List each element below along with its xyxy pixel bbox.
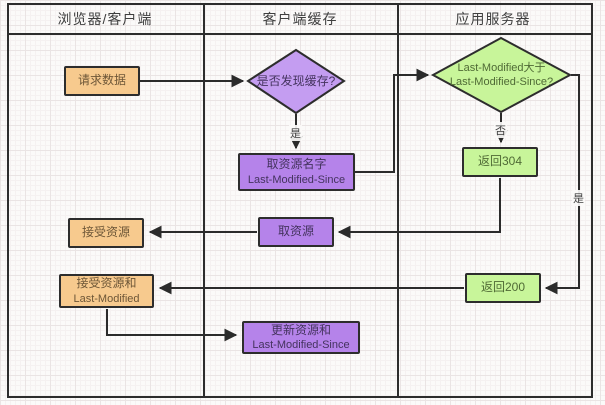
- node-update-resource: 更新资源和 Last-Modified-Since: [242, 321, 360, 354]
- edge-304-to-get-resource: [337, 178, 501, 239]
- decision-diamond-lm-compare: [430, 36, 573, 114]
- swimlane-header-row: [7, 3, 593, 35]
- node-request-data-label: 请求数据: [77, 73, 126, 88]
- edge-label-compare-yes: 是: [572, 190, 585, 206]
- lane-header-app-server: 应用服务器: [455, 11, 531, 27]
- node-accept-resource-lm: 接受资源和 Last-Modified: [59, 274, 154, 308]
- node-request-data: 请求数据: [64, 66, 140, 96]
- node-lm-compare-label: Last-Modified大于 Last-Modified-Since?: [449, 61, 554, 88]
- node-cache-found-label: 是否发现缓存?: [256, 73, 336, 88]
- node-return-200: 返回200: [465, 273, 541, 303]
- edge-label-compare-no: 否: [494, 122, 507, 138]
- edge-compare-yes-to-200: [544, 74, 580, 295]
- lane-divider-2: [397, 3, 399, 398]
- edge-accept-lm-to-update: [106, 309, 238, 342]
- edge-get-name-to-lm-compare: [355, 68, 430, 173]
- node-get-resource: 取资源: [258, 217, 334, 247]
- edge-label-cache-yes: 是: [289, 125, 302, 141]
- node-return-304: 返回304: [462, 147, 538, 177]
- node-accept-resource: 接受资源: [68, 218, 144, 248]
- lane-header-browser-client: 浏览器/客户端: [57, 11, 153, 27]
- lane-header-client-cache: 客户端缓存: [262, 11, 338, 27]
- decision-diamond-cache-found: [246, 48, 346, 115]
- node-get-resource-name: 取资源名字 Last-Modified-Since: [238, 153, 355, 191]
- lane-divider-1: [203, 3, 205, 398]
